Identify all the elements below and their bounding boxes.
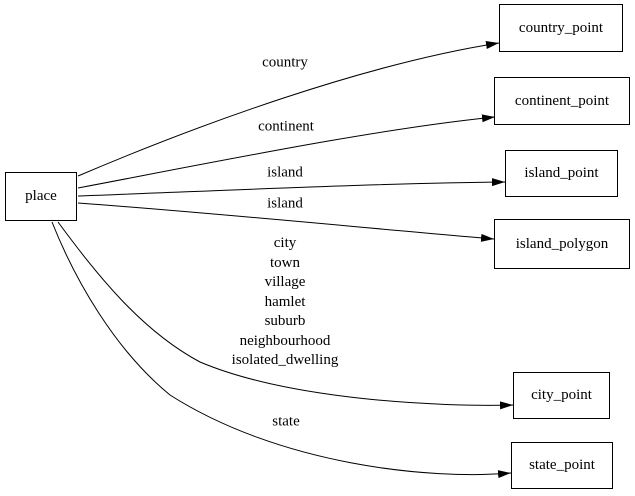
edge-label-hamlet: hamlet bbox=[264, 293, 306, 310]
edge-label-city-group: city town village hamlet suburb neighbou… bbox=[232, 234, 339, 371]
node-state-point: state_point bbox=[511, 442, 613, 489]
edge-label-state: state bbox=[272, 413, 300, 430]
edge-place-country_point bbox=[77, 41, 500, 177]
edge-place-state_point bbox=[51, 221, 512, 479]
node-island-polygon-label: island_polygon bbox=[515, 235, 609, 252]
edge-label-island-point: island bbox=[267, 164, 303, 181]
edge-label-suburb: suburb bbox=[264, 313, 306, 329]
edge-label-town: town bbox=[270, 254, 300, 271]
edge-label-isolated-dwelling: isolated_dwelling bbox=[231, 352, 339, 368]
edge-place-island_polygon bbox=[77, 202, 495, 242]
node-place-label: place bbox=[25, 188, 57, 204]
edge-label-country: country bbox=[262, 54, 308, 71]
node-state-point-label: state_point bbox=[529, 457, 595, 473]
node-country-point: country_point bbox=[499, 4, 623, 52]
node-place: place bbox=[5, 172, 77, 221]
node-continent-point-label: continent_point bbox=[514, 92, 610, 109]
edge-place-island_point bbox=[77, 178, 506, 197]
node-island-point: island_point bbox=[505, 150, 618, 197]
node-continent-point: continent_point bbox=[494, 77, 630, 125]
node-city-point: city_point bbox=[513, 372, 610, 419]
edge-label-continent: continent bbox=[258, 118, 314, 135]
node-country-point-label: country_point bbox=[518, 19, 604, 36]
edge-place-city_point bbox=[57, 221, 514, 410]
edge-place-continent_point bbox=[77, 114, 496, 189]
edge-label-city: city bbox=[273, 235, 297, 251]
edge-label-neighbourhood: neighbourhood bbox=[239, 332, 331, 349]
node-city-point-label: city_point bbox=[531, 387, 592, 403]
edge-label-village: village bbox=[264, 274, 306, 290]
node-island-polygon: island_polygon bbox=[494, 219, 630, 269]
edge-label-island-polygon: island bbox=[267, 195, 303, 212]
node-island-point-label: island_point bbox=[524, 165, 599, 181]
